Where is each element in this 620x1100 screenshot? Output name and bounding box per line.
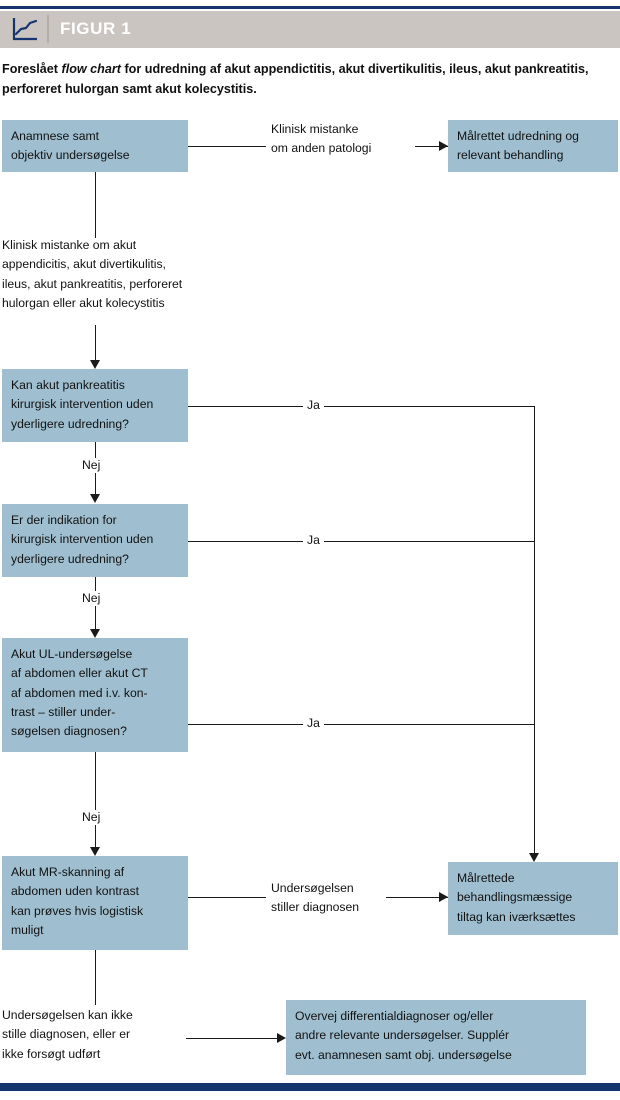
- bottom-rule: [0, 1083, 620, 1091]
- node-klinisk-mistanke-akut: Klinisk mistanke om akut appendicitis, a…: [2, 238, 183, 310]
- arrow-to-maalrettede-tiltag: [439, 892, 448, 902]
- arrow-to-mr-box: [90, 847, 100, 856]
- top-rule: [0, 6, 620, 9]
- node-indikation-question: Er der indikation for kirurgisk interven…: [2, 504, 188, 577]
- figure-caption: Foreslået flow chart for udredning af ak…: [2, 60, 614, 99]
- edge-label-to-pankreatitis: [95, 325, 96, 363]
- node-mr-skanning: Akut MR-skanning af abdomen uden kontras…: [2, 856, 188, 950]
- edge-ul-ct-nej: [95, 752, 96, 850]
- edge-label-ja-1: Ja: [303, 398, 324, 413]
- edge-label-klinisk-mistanke-anden: Klinisk mistanke om anden patologi: [271, 122, 372, 156]
- header-divider: [47, 15, 49, 43]
- edge-anamnese-down: [95, 172, 96, 238]
- edge-mr-to-diagnose-label: [188, 897, 266, 898]
- edge-diagnose-label-to-tiltag: [386, 897, 448, 898]
- arrow-to-maalrettet-udredning: [439, 141, 448, 151]
- edge-indikation-ja: [188, 541, 534, 542]
- arrow-to-overvej-diff: [277, 1033, 286, 1043]
- caption-prefix: Foreslået: [2, 62, 62, 76]
- line-chart-icon: [10, 15, 40, 43]
- node-anamnese: Anamnese samt objektiv undersøgelse: [2, 120, 188, 172]
- edge-ul-ct-ja: [188, 724, 534, 725]
- edge-label-ja-3: Ja: [303, 716, 324, 731]
- caption-suffix: for udredning af akut appendictitis, aku…: [2, 62, 589, 96]
- node-kan-ikke-stille-diagnosen: Undersøgelsen kan ikke stille diagnosen,…: [2, 1008, 133, 1061]
- edge-label-undersoegelsen-stiller: Undersøgelsen stiller diagnosen: [271, 881, 360, 915]
- arrow-to-ul-ct-q: [90, 629, 100, 638]
- edge-label-nej-3: Nej: [78, 810, 105, 825]
- caption-italic: flow chart: [61, 62, 121, 76]
- figure-header-band: [0, 11, 620, 48]
- edge-label-nej-2: Nej: [78, 591, 105, 606]
- node-maalrettet-udredning: Målrettet udredning og relevant behandli…: [448, 120, 618, 172]
- node-overvej-differentialdiagnoser: Overvej differentialdiagnoser og/eller a…: [286, 1000, 586, 1075]
- figure-title: FIGUR 1: [60, 19, 132, 38]
- arrow-collector-to-maalrettede-tiltag: [529, 853, 539, 862]
- node-ul-ct-question: Akut UL-undersøgelse af abdomen eller ak…: [2, 638, 188, 752]
- arrow-to-pankreatitis-q: [90, 360, 100, 369]
- edge-pankreatitis-ja: [188, 406, 534, 407]
- node-maalrettede-tiltag: Målrettede behandlingsmæssige tiltag kan…: [448, 862, 618, 935]
- node-pankreatitis-question: Kan akut pankreatitis kirurgisk interven…: [2, 369, 188, 442]
- edge-mr-down: [95, 950, 96, 1005]
- edge-ja-collector-vertical: [534, 406, 535, 858]
- edge-label-ja-2: Ja: [303, 533, 324, 548]
- edge-label-nej-1: Nej: [78, 458, 105, 473]
- arrow-to-indikation-q: [90, 494, 100, 503]
- edge-kan-ikke-to-overvej: [186, 1038, 281, 1039]
- edge-label-to-maalrettet: [415, 146, 448, 147]
- edge-anamnese-to-label: [188, 146, 266, 147]
